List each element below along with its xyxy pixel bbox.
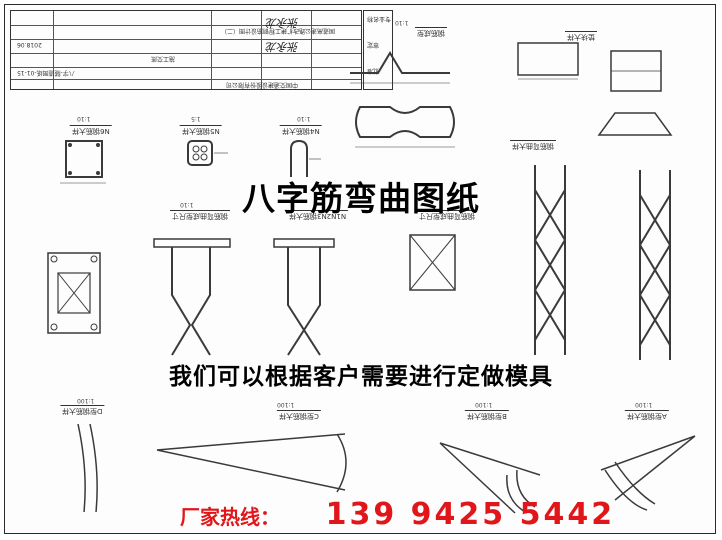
figure-eight-bar (355, 106, 455, 148)
scale-label: 1:10 (297, 115, 311, 122)
type-a-curve (600, 435, 696, 511)
scale-label: 1:100 (277, 401, 295, 408)
title-block-sheet-name: 施工交底 (151, 55, 176, 62)
title-block-company: 中国交通建设股份有限公司 (226, 81, 299, 88)
scale-label: 1:10 (395, 19, 409, 26)
drawing-label: C型钢筋大样 (277, 410, 321, 421)
n6-bar-detail (60, 140, 106, 184)
bracket-elevation-2 (273, 238, 335, 356)
title-block-date: 2018.06 (17, 41, 42, 48)
drawing-sheet: 中国交通建设股份有限公司 国道高速公路改扩建工程钢筋设计图（二） 施工交底 20… (4, 4, 716, 534)
drawing-label: N4钢筋大样 (280, 125, 322, 136)
type-d-curve (77, 423, 98, 513)
type-b-curve (439, 442, 541, 514)
drawing-label: A型钢筋大样 (625, 410, 669, 421)
scale-label: 1:100 (635, 401, 653, 408)
scale-label: 1:5 (191, 115, 201, 122)
hotline-label: 厂家热线： (180, 505, 280, 529)
plate-plan-2 (409, 234, 456, 291)
hotline: 厂家热线： 139 9425 5442 (180, 497, 615, 532)
title-block-drawing-no: 八字-隧道图纸-01-15 (17, 69, 75, 76)
hotline-number[interactable]: 139 9425 5442 (325, 497, 616, 532)
n5-bar-detail (187, 140, 228, 166)
spacer-block-detail (517, 42, 579, 80)
scale-label: 1:100 (77, 397, 95, 404)
base-plate-plan (47, 252, 101, 334)
drawing-label: B型钢筋大样 (465, 410, 509, 421)
scale-label: 1:10 (77, 115, 91, 122)
bracket-elevation-1 (153, 238, 231, 356)
subheadline: 我们可以根据客户需要进行定做模具 (169, 364, 553, 390)
truss-bar-2 (638, 170, 672, 360)
drawing-label: D型钢筋大样 (60, 405, 105, 416)
type-c-curve (156, 433, 347, 493)
bent-bar-elevation (350, 51, 450, 84)
legend-label: 专业名称 (367, 15, 392, 22)
signature: 张永龙 (266, 40, 299, 53)
signature: 张永龙 (266, 16, 299, 29)
spacer-block-section (610, 50, 662, 92)
legend-table: 专业名称 审定 批准 (363, 10, 393, 90)
drawing-label: 钢筋成型 (415, 27, 447, 38)
n4-bar-detail (290, 139, 321, 177)
wedge-block-detail (597, 112, 673, 136)
title-block: 中国交通建设股份有限公司 国道高速公路改扩建工程钢筋设计图（二） 施工交底 20… (10, 10, 362, 90)
headline: 八字筋弯曲图纸 (242, 179, 480, 218)
drawing-label: 钢筋弯曲大样 (510, 140, 556, 151)
truss-bar-1 (533, 165, 567, 355)
scale-label: 1:100 (475, 401, 493, 408)
